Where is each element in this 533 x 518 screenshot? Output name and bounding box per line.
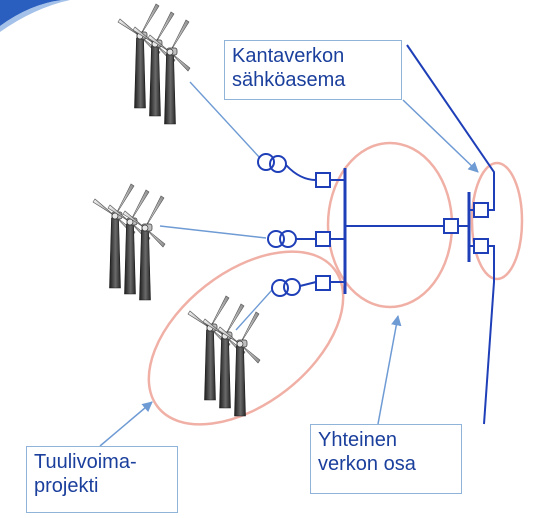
wind-project-label-line-1: Tuulivoima- [34, 451, 137, 473]
wind-project-label: Tuulivoima- projekti [26, 446, 178, 513]
transformer-icon [257, 153, 287, 173]
transformer-icon [267, 230, 297, 248]
wind-turbine-group-middle [92, 183, 166, 301]
circuit-breaker-icon [443, 218, 459, 234]
grid-substation-label-line-2: sähköasema [232, 69, 346, 91]
grid-substation-label: Kantaverkon sähköasema [224, 40, 402, 100]
grid-substation-label-line-1: Kantaverkon [232, 45, 345, 67]
corner-swoosh [0, 0, 62, 26]
transformer-icon [271, 278, 301, 297]
circuit-breaker-icon [473, 202, 489, 254]
transmission-lines [406, 44, 495, 425]
circuit-breaker-icon [315, 172, 331, 291]
wind-turbine-group-top [117, 3, 191, 125]
wind-turbine-group-bottom [187, 295, 261, 417]
shared-network-label-line-1: Yhteinen [318, 429, 397, 451]
collector-cables [159, 81, 273, 331]
shared-network-label: Yhteinen verkon osa [310, 424, 462, 494]
wind-project-area [147, 250, 345, 426]
label-pointers [99, 99, 479, 447]
wind-project-label-line-2: projekti [34, 475, 99, 497]
feeder-lines [285, 164, 344, 287]
shared-network-label-line-2: verkon osa [318, 453, 416, 475]
grid-substation-area [470, 161, 524, 281]
